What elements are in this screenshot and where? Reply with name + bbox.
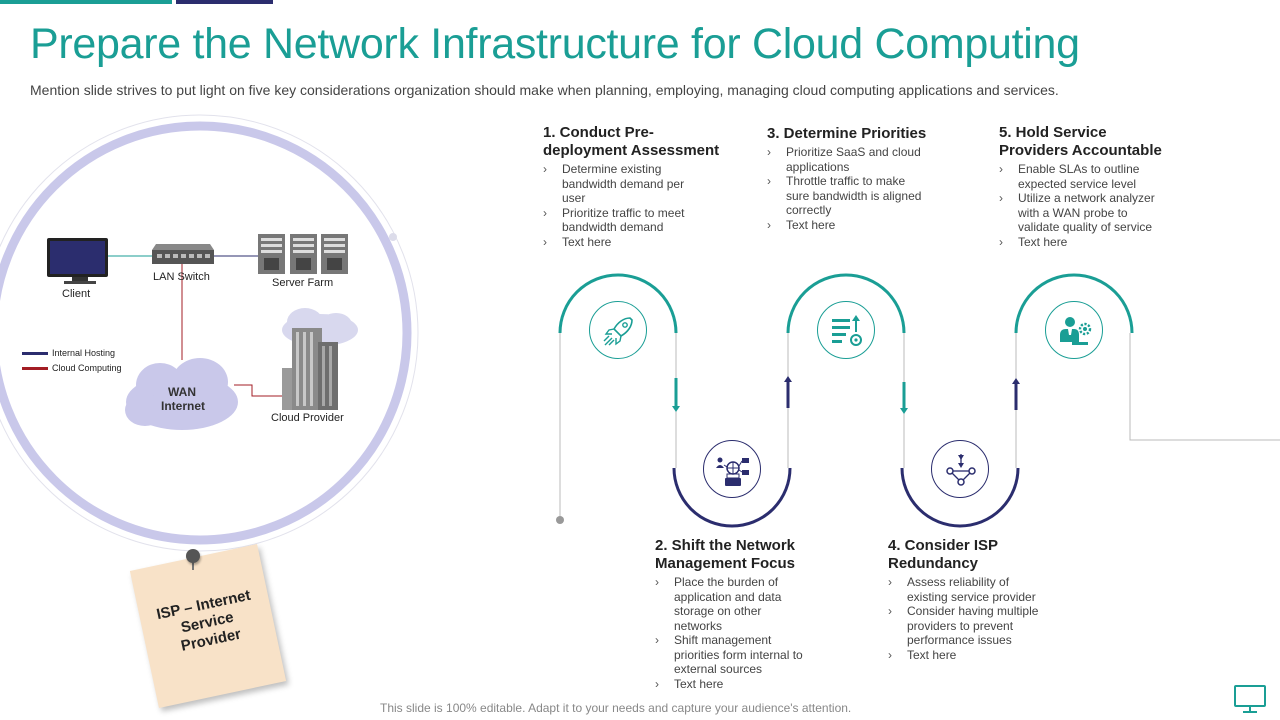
list-item: Text here bbox=[655, 677, 810, 692]
rocket-icon bbox=[603, 317, 633, 346]
step-2-heading: 2. Shift the Network Management Focus bbox=[655, 537, 825, 573]
step-5-heading-line2: Providers Accountable bbox=[999, 142, 1162, 159]
step-1: 1. Conduct Pre- deployment Assessment De… bbox=[543, 124, 733, 249]
step-2-list: Place the burden of application and data… bbox=[655, 575, 810, 691]
step-3-icon-circle bbox=[817, 301, 875, 359]
arch-step-3 bbox=[786, 273, 906, 334]
server-farm-label: Server Farm bbox=[272, 277, 334, 289]
arch-step-5 bbox=[1014, 273, 1134, 334]
step-4-heading-line1: 4. Consider ISP bbox=[888, 537, 999, 554]
cloud-provider-label: Cloud Provider bbox=[271, 412, 344, 424]
network-ring-dot bbox=[389, 233, 397, 241]
lan-switch-label: LAN Switch bbox=[153, 271, 210, 283]
client-label: Client bbox=[62, 288, 91, 300]
step-5-heading: 5. Hold Service Providers Accountable bbox=[999, 124, 1189, 160]
step-3-list: Prioritize SaaS and cloud applications T… bbox=[767, 145, 927, 232]
list-item: Text here bbox=[999, 235, 1169, 250]
page-subtitle: Mention slide strives to put light on fi… bbox=[30, 82, 1059, 98]
list-item: Enable SLAs to outline expected service … bbox=[999, 162, 1169, 191]
step-1-list: Determine existing bandwidth demand per … bbox=[543, 162, 688, 249]
monitor-icon[interactable] bbox=[1233, 684, 1267, 716]
arrow-head-1-2 bbox=[672, 406, 680, 412]
network-diagram bbox=[0, 114, 419, 552]
step-3: 3. Determine Priorities Prioritize SaaS … bbox=[767, 125, 957, 232]
pin-stem bbox=[192, 560, 194, 570]
lan-switch-icon bbox=[152, 244, 214, 264]
wan-cloud-link bbox=[234, 384, 284, 397]
valley-step-2 bbox=[672, 467, 792, 528]
step-4: 4. Consider ISP Redundancy Assess reliab… bbox=[888, 537, 1058, 662]
legend-swatch-cloud bbox=[22, 366, 48, 370]
step-4-list: Assess reliability of existing service p… bbox=[888, 575, 1043, 662]
list-item: Shift management priorities form interna… bbox=[655, 633, 810, 677]
top-accent-bar-navy bbox=[176, 0, 273, 4]
step-4-icon-circle bbox=[931, 440, 989, 498]
footer-note: This slide is 100% editable. Adapt it to… bbox=[380, 701, 852, 715]
path-end-line bbox=[1129, 333, 1280, 441]
list-item: Assess reliability of existing service p… bbox=[888, 575, 1043, 604]
legend-internal-hosting: Internal Hosting bbox=[22, 348, 115, 358]
step-1-heading-line1: 1. Conduct Pre- bbox=[543, 124, 654, 141]
cloud-provider-icon bbox=[282, 308, 358, 410]
step-1-icon-circle bbox=[589, 301, 647, 359]
step-2-heading-line1: 2. Shift the Network bbox=[655, 537, 796, 554]
pushpin-icon bbox=[186, 549, 200, 563]
network-user-icon bbox=[716, 457, 749, 486]
legend-label-internal: Internal Hosting bbox=[52, 348, 116, 358]
step-5-icon-circle bbox=[1045, 301, 1103, 359]
page-title: Prepare the Network Infrastructure for C… bbox=[30, 20, 1080, 68]
list-item: Text here bbox=[888, 648, 1043, 663]
list-item: Prioritize SaaS and cloud applications bbox=[767, 145, 927, 174]
step-2-icon-circle bbox=[703, 440, 761, 498]
step-3-heading-line1: 3. Determine Priorities bbox=[767, 125, 927, 142]
list-item: Prioritize traffic to meet bandwidth dem… bbox=[543, 206, 688, 235]
step-2-heading-line2: Management Focus bbox=[655, 555, 796, 572]
list-item: Utilize a network analyzer with a WAN pr… bbox=[999, 191, 1169, 235]
valley-step-4 bbox=[900, 467, 1020, 528]
legend-cloud-computing: Cloud Computing bbox=[22, 363, 122, 373]
step-5-heading-line1: 5. Hold Service bbox=[999, 124, 1107, 141]
step-3-heading: 3. Determine Priorities bbox=[767, 125, 957, 143]
step-4-heading: 4. Consider ISP Redundancy bbox=[888, 537, 1058, 573]
list-item: Throttle traffic to make sure bandwidth … bbox=[767, 174, 927, 218]
arrow-head-4-5 bbox=[1012, 378, 1020, 384]
step-4-heading-line2: Redundancy bbox=[888, 555, 979, 572]
server-farm-icon bbox=[258, 234, 348, 274]
list-item: Consider having multiple providers to pr… bbox=[888, 604, 1043, 648]
legend-label-cloud: Cloud Computing bbox=[52, 363, 122, 373]
arch-step-1 bbox=[558, 273, 678, 334]
path-start-dot bbox=[556, 516, 564, 524]
step-2: 2. Shift the Network Management Focus Pl… bbox=[655, 537, 825, 691]
legend-swatch-internal bbox=[22, 351, 48, 355]
step-5: 5. Hold Service Providers Accountable En… bbox=[999, 124, 1189, 249]
arrow-head-3-4 bbox=[900, 408, 908, 414]
wan-label-line2: Internet bbox=[161, 399, 206, 413]
client-monitor-icon bbox=[47, 238, 108, 284]
person-gear-icon bbox=[1060, 317, 1092, 345]
list-item: Determine existing bandwidth demand per … bbox=[543, 162, 688, 206]
wan-cloud-icon bbox=[125, 358, 238, 430]
list-item: Text here bbox=[767, 218, 927, 233]
wan-label-line1: WAN bbox=[168, 385, 196, 399]
priority-list-icon bbox=[832, 315, 862, 346]
network-inner-ring bbox=[0, 121, 412, 545]
step-1-heading: 1. Conduct Pre- deployment Assessment bbox=[543, 124, 733, 160]
top-accent-bar-teal bbox=[0, 0, 172, 4]
network-nodes-icon bbox=[946, 454, 976, 486]
step-1-heading-line2: deployment Assessment bbox=[543, 142, 720, 159]
arrow-head-2-3 bbox=[784, 376, 792, 382]
list-item: Text here bbox=[543, 235, 688, 250]
network-outer-ring bbox=[0, 114, 419, 552]
step-5-list: Enable SLAs to outline expected service … bbox=[999, 162, 1169, 249]
list-item: Place the burden of application and data… bbox=[655, 575, 810, 633]
